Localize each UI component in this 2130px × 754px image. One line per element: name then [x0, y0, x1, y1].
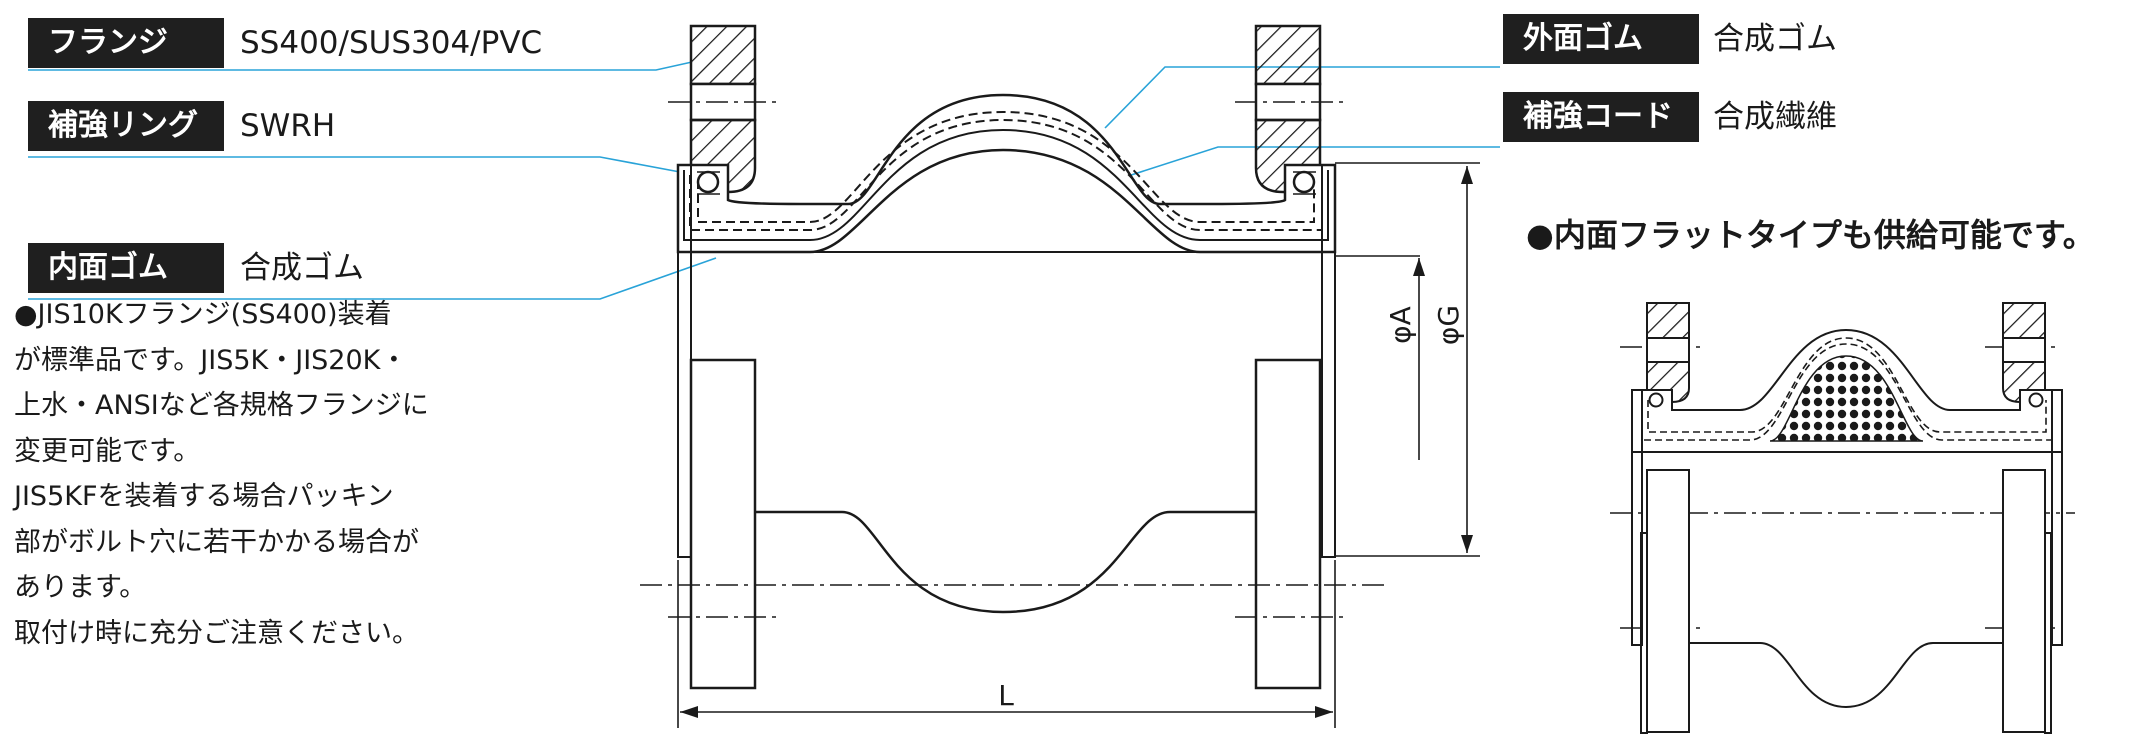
dimension-lines: [677, 162, 1480, 728]
flange-left-bottom: [689, 358, 757, 690]
outer-rubber-tag: 外面ゴム: [1503, 14, 1699, 64]
ring-tag: 補強リング: [28, 101, 224, 151]
spec-note: ●JIS10Kフランジ(SS400)装着 が標準品です。JIS5K・JIS20K…: [14, 292, 514, 656]
flat-filler: [1769, 355, 1924, 442]
ring-leader: [28, 156, 697, 176]
flange-leader: [28, 61, 693, 71]
note-line: 変更可能です。: [14, 435, 201, 467]
flat-flange-right-bottom: [2002, 469, 2046, 733]
dim-g-label: φG: [1432, 305, 1465, 345]
note-line: 部がボルト穴に若干かかる場合が: [14, 526, 419, 558]
inner-rubber-leader: [28, 257, 717, 300]
note-line: が標準品です。JIS5K・JIS20K・: [14, 344, 408, 376]
cord-layer-1: [689, 118, 1323, 231]
note-line: 取付け時に充分ご注意ください。: [14, 617, 419, 649]
flange-material: SS400/SUS304/PVC: [240, 25, 543, 61]
note-line: あります。: [14, 572, 147, 603]
cord-tag: 補強コード: [1503, 92, 1699, 142]
cord-material: 合成繊維: [1713, 99, 1837, 135]
note-line: JIS5KFを装着する場合パッキン: [14, 481, 394, 512]
lower-body: [755, 510, 1256, 614]
outer-rubber-material: 合成ゴム: [1713, 21, 1837, 57]
note-line: ●JIS10Kフランジ(SS400)装着: [14, 299, 392, 330]
cord-layer-2: [697, 110, 1315, 223]
dim-a-label: φA: [1384, 306, 1417, 344]
flange-tag: フランジ: [28, 18, 224, 68]
dim-l-label: L: [998, 679, 1014, 712]
flange-outline-right: [1321, 164, 1336, 558]
cord-leader: [1124, 146, 1500, 178]
flat-flange-left-top: [1646, 302, 1690, 339]
ring-left: [696, 170, 720, 194]
outer-rubber-leader: [1104, 66, 1500, 129]
inner-rubber-tag: 内面ゴム: [28, 243, 224, 293]
flat-flange-right-top: [2002, 302, 2046, 339]
flange-left-top: [689, 24, 757, 86]
ring-right: [1292, 170, 1316, 194]
cord-layer-3: [683, 128, 1329, 241]
ring-material: SWRH: [240, 108, 336, 144]
main-joint: [676, 24, 1337, 690]
inner-rubber-material: 合成ゴム: [240, 250, 364, 286]
flat-joint: [1631, 302, 2063, 734]
note-line: 上水・ANSIなど各規格フランジに: [14, 390, 429, 421]
flat-lower-body: [1689, 642, 2003, 709]
flange-right-top: [1254, 24, 1322, 86]
flange-right-bottom: [1254, 358, 1322, 690]
rubber-body: [676, 93, 1337, 254]
flat-flange-left-bottom: [1646, 469, 1690, 733]
flat-type-note: ●内面フラットタイプも供給可能です。: [1526, 216, 2095, 254]
